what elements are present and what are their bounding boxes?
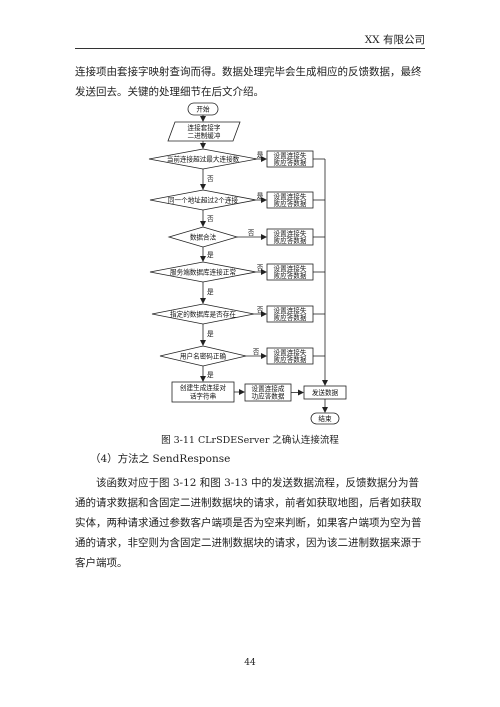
down-label-2: 否 bbox=[207, 215, 214, 223]
success-box-line-2: 功应答数据 bbox=[252, 392, 285, 401]
fail-box-1-line-1: 设置连接失 bbox=[274, 151, 307, 160]
start-label: 开始 bbox=[196, 105, 210, 114]
branch-label-3: 否 bbox=[248, 229, 255, 237]
decision-label-5: 指定的数据库是否存在 bbox=[170, 310, 236, 319]
create-session-line-1: 创建生成连接对 bbox=[180, 383, 227, 392]
branch-label-6: 否 bbox=[253, 348, 260, 356]
lookup-label-2: 二进制缓冲 bbox=[188, 131, 221, 140]
page-header: XX 有限公司 bbox=[75, 30, 425, 49]
fail-box-6-line-1: 设置连接失 bbox=[274, 348, 307, 357]
down-label-4: 是 bbox=[207, 288, 214, 296]
decision-label-6: 用户名密码正确 bbox=[180, 352, 227, 361]
send-data-label: 发送数据 bbox=[312, 388, 339, 397]
end-terminator bbox=[310, 412, 340, 425]
body-paragraph: 该函数对应于图 3-12 和图 3-13 中的发送数据流程，反馈数据分为普通的请… bbox=[75, 477, 422, 569]
lookup-socket-box bbox=[167, 121, 241, 142]
decision-label-1: 当前连接超过最大连接数 bbox=[167, 155, 240, 164]
success-box-line-1: 设置连接成 bbox=[252, 384, 285, 393]
fail-box-3-line-2: 败应答数据 bbox=[274, 236, 307, 245]
branch-label-5: 否 bbox=[257, 306, 264, 314]
down-label-3: 是 bbox=[207, 251, 214, 259]
section-heading: （4）方法之 SendResponse bbox=[90, 453, 231, 465]
fail-box-2-line-2: 败应答数据 bbox=[274, 199, 307, 208]
fail-box-1-line-2: 败应答数据 bbox=[274, 158, 307, 167]
page-number: 44 bbox=[244, 658, 256, 668]
create-session-line-2: 话字符串 bbox=[190, 392, 216, 401]
fail-box-4-line-1: 设置连接失 bbox=[274, 264, 307, 273]
decision-label-4: 服务端数据库连接正常 bbox=[170, 268, 236, 277]
down-label-6: 是 bbox=[207, 371, 214, 379]
fail-box-5-line-1: 设置连接失 bbox=[274, 306, 307, 315]
lookup-label-1: 连接套接字 bbox=[188, 123, 221, 132]
down-label-5: 是 bbox=[207, 330, 214, 338]
fail-box-4-line-2: 败应答数据 bbox=[274, 271, 307, 280]
end-label: 结束 bbox=[318, 414, 332, 423]
branch-label-2: 是 bbox=[257, 192, 264, 200]
company-name: XX 有限公司 bbox=[364, 34, 425, 46]
fail-box-2-line-1: 设置连接失 bbox=[274, 192, 307, 201]
branch-label-1: 是 bbox=[257, 151, 264, 159]
figure-caption: 图 3-11 CLrSDEServer 之确认连接流程 bbox=[161, 435, 339, 446]
down-label-1: 否 bbox=[207, 175, 214, 183]
fail-box-6-line-2: 败应答数据 bbox=[274, 355, 307, 364]
branch-label-4: 否 bbox=[257, 264, 264, 272]
intro-paragraph: 连接项由套接字映射查询而得。数据处理完毕会生成相应的反馈数据，最终发送回去。关键… bbox=[75, 66, 422, 98]
fail-box-3-line-1: 设置连接失 bbox=[274, 229, 307, 238]
fail-box-5-line-2: 败应答数据 bbox=[274, 313, 307, 322]
decision-label-2: 同一个地址超过2个连接 bbox=[168, 196, 239, 205]
decision-label-3: 数据合法 bbox=[190, 233, 217, 242]
